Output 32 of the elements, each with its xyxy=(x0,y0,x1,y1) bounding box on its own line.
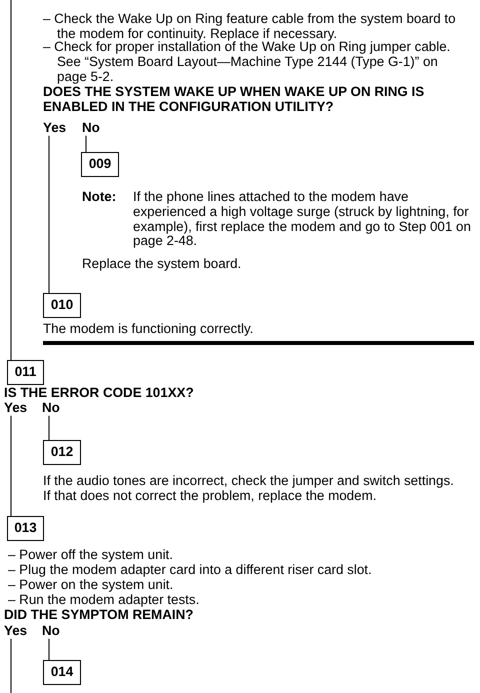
step-number-box: 012 xyxy=(43,440,81,465)
note-label: Note: xyxy=(82,190,116,205)
result-text: The modem is functioning correctly. xyxy=(43,322,254,337)
branch-label: No xyxy=(42,624,60,639)
branch-label: Yes xyxy=(4,401,28,416)
question-text: IS THE ERROR CODE 101XX? xyxy=(4,386,194,401)
step-number-box: 010 xyxy=(43,293,81,318)
instruction-text: Replace the system board. xyxy=(82,257,242,272)
question-text: DID THE SYMPTOM REMAIN? xyxy=(4,608,194,623)
instruction-text: – Plug the modem adapter card into a different riser card slot. xyxy=(8,563,373,578)
step-number-box: 009 xyxy=(81,152,119,177)
connector-line xyxy=(48,135,50,294)
instruction-text: – Check for proper installation of the Wake Up on Ring jumper cable. See “System Board Layout—Machine Type 2144 (Type G-1)” on page 5-2. xyxy=(43,40,452,84)
step-number-box: 011 xyxy=(7,360,44,385)
connector-line xyxy=(10,415,12,516)
branch-label: Yes xyxy=(4,624,28,639)
connector-line xyxy=(48,415,50,440)
instruction-text: – Power off the system unit. xyxy=(8,548,174,563)
instruction-text: If the audio tones are incorrect, check the jumper and switch settings. If that does not correct the problem, replace the modem. xyxy=(43,474,455,504)
step-number-box: 013 xyxy=(7,516,44,541)
note-text: If the phone lines attached to the modem have experienced a high voltage surge (struck by lightning, for example), first replace the modem and go to Step 001 on page 2-48. xyxy=(133,190,472,250)
question-text: DOES THE SYSTEM WAKE UP WHEN WAKE UP ON RING IS ENABLED IN THE CONFIGURATION UTILITY? xyxy=(43,85,426,115)
instruction-text: – Run the modem adapter tests. xyxy=(8,593,200,608)
branch-label: No xyxy=(82,121,100,136)
step-number-box: 014 xyxy=(43,660,81,685)
connector-line xyxy=(10,0,12,360)
branch-label: No xyxy=(42,401,60,416)
branch-label: Yes xyxy=(43,121,66,136)
connector-line xyxy=(48,638,50,660)
instruction-text: – Check the Wake Up on Ring feature cable from the system board to the modem for continuity. Replace if necessary. xyxy=(43,12,457,41)
connector-line xyxy=(10,638,12,693)
instruction-text: – Power on the system unit. xyxy=(8,578,174,593)
